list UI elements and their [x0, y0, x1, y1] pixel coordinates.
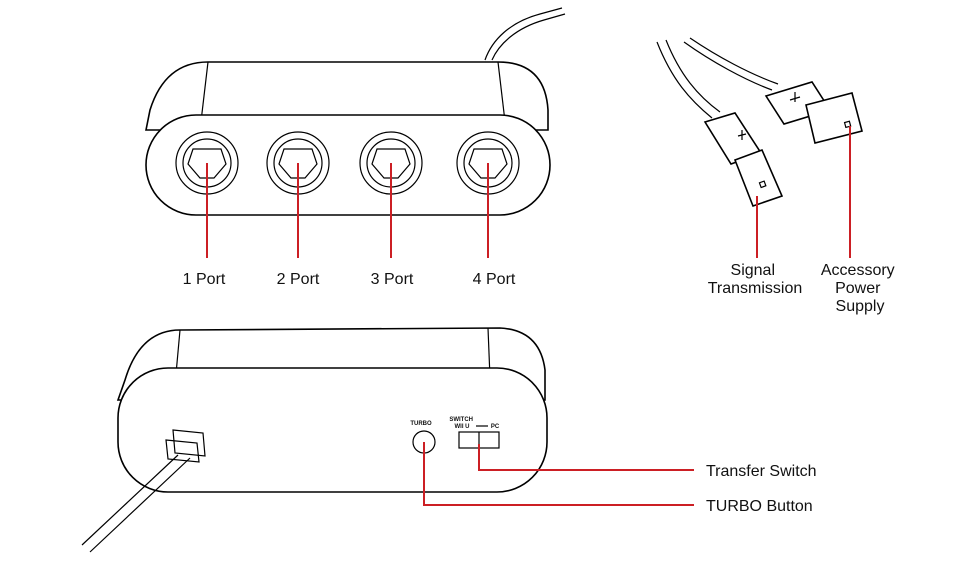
switch-marking: SWITCH WII U [449, 417, 474, 430]
usb-plug-signal [703, 112, 784, 208]
turbo-button-leader [423, 442, 694, 506]
port-4-label: 4 Port [473, 271, 516, 288]
signal-transmission-label: Signal Transmission [708, 262, 803, 297]
pc-marking: PC [491, 424, 500, 430]
turbo-marking: TURBO [410, 421, 432, 427]
usb-plug-power [764, 81, 863, 144]
transfer-switch-label: Transfer Switch [706, 463, 817, 480]
transfer-switch-leader [478, 444, 694, 471]
adapter-back-view: TURBO SWITCH WII U PC Transfer Switch TU… [81, 327, 817, 553]
port-3-label: 3 Port [371, 271, 414, 288]
port-2-label: 2 Port [277, 271, 320, 288]
cable-strain-relief [81, 429, 206, 553]
port-1-label: 1 Port [183, 271, 226, 288]
turbo-button-label: TURBO Button [706, 498, 813, 515]
adapter-front-view: 1 Port 2 Port 3 Port 4 Port [145, 7, 566, 288]
accessory-power-supply-label: Accessory Power Supply [821, 262, 899, 315]
usb-plugs: Signal Transmission Accessory Power Supp… [656, 37, 899, 315]
